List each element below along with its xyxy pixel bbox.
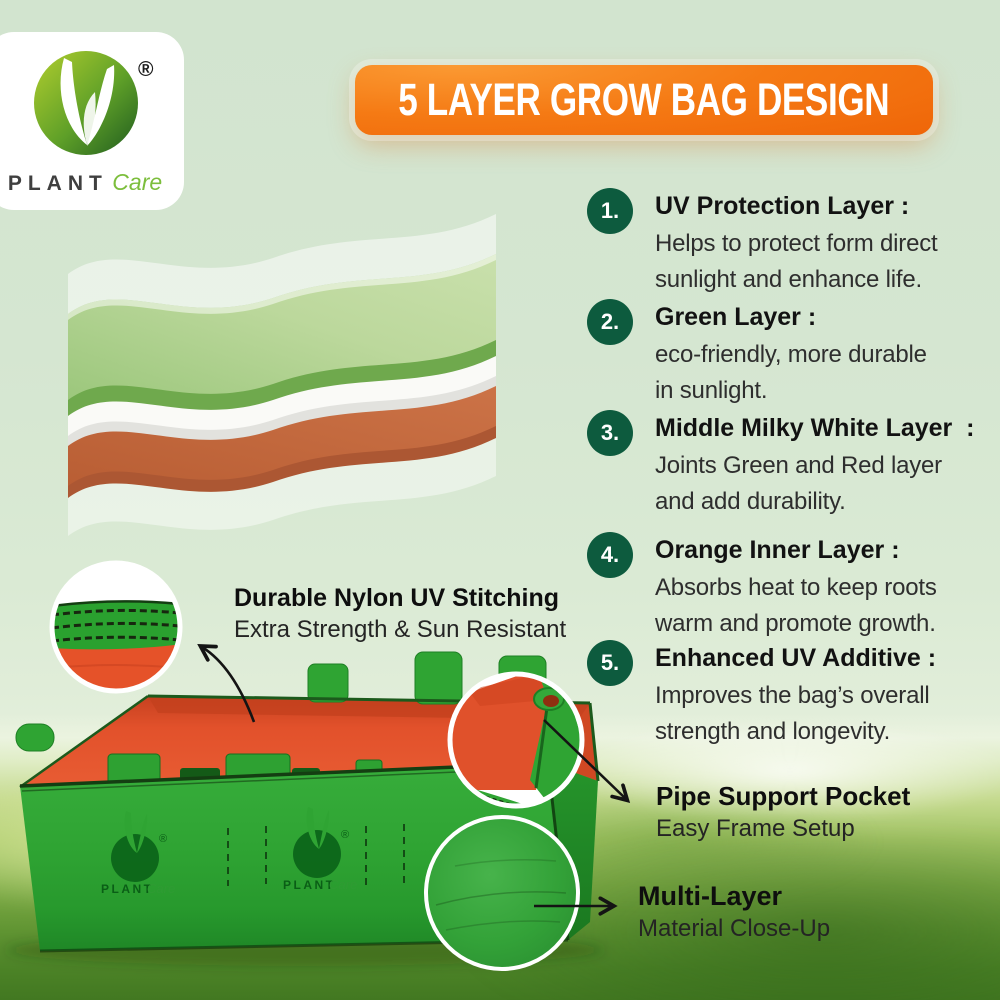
brand-name-secondary: Care <box>112 169 163 195</box>
feature-title: Enhanced UV Additive : <box>655 644 937 672</box>
number-badge: 5. <box>587 640 633 686</box>
brand-wordmark: PLANT Care <box>0 169 184 196</box>
pipe-tab <box>307 663 349 703</box>
multi-layer-callout-title: Multi-Layer <box>638 881 783 911</box>
print-brand-primary: PLANT <box>283 878 336 892</box>
grow-bag-layers-illustration <box>68 214 496 536</box>
bag-print-logo-2: ® PLANT Care <box>283 807 357 892</box>
layer-sheet-green <box>68 254 496 416</box>
print-registered-mark: ® <box>159 833 167 845</box>
print-brand-secondary: Care <box>329 877 357 892</box>
feature-description: Joints Green and Red layer and add durab… <box>655 452 942 515</box>
left-rim-stitch <box>19 694 149 789</box>
page-title: 5 LAYER GROW BAG DESIGN <box>398 74 890 125</box>
feature-description: Absorbs heat to keep roots warm and prom… <box>655 574 937 637</box>
print-brand-secondary: Care <box>147 881 175 896</box>
multi-layer-callout-subtitle: Material Close-Up <box>638 915 831 942</box>
stitching-callout-title: Durable Nylon UV Stitching <box>234 584 560 612</box>
brand-name-primary: PLANT <box>7 172 108 195</box>
feature-title: Middle Milky White Layer : <box>655 414 975 442</box>
right-rim-stitch <box>588 702 600 782</box>
feature-title: UV Protection Layer : <box>655 192 910 220</box>
pipe-pocket-callout-title: Pipe Support Pocket <box>656 781 911 811</box>
title-banner: 5 LAYER GROW BAG DESIGN <box>355 65 933 135</box>
stitching-callout-subtitle: Extra Strength & Sun Resistant <box>234 616 567 643</box>
stitching-arrow-icon <box>197 643 256 723</box>
feature-title: Orange Inner Layer : <box>655 536 900 564</box>
bag-side-face <box>548 763 598 940</box>
feature-description: Helps to protect form direct sunlight an… <box>655 230 938 293</box>
number-badge: 3. <box>587 410 633 456</box>
feature-item-5: 5. Enhanced UV Additive : Improves the b… <box>587 640 1000 750</box>
horizon-mist <box>560 722 1000 822</box>
multi-layer-closeup-circle <box>424 815 580 971</box>
corner-roll <box>15 723 55 752</box>
feature-description: eco-friendly, more durable in sunlight. <box>655 341 927 404</box>
bag-print-logo-1: ® PLANT Care <box>101 811 175 896</box>
number-badge: 1. <box>587 188 633 234</box>
pipe-pocket-callout-subtitle: Easy Frame Setup <box>656 815 855 842</box>
stitch-guides <box>227 824 405 886</box>
grow-bag-product-scene: ® PLANT Care ® PLANT Care <box>5 560 631 971</box>
print-brand-primary: PLANT <box>101 882 154 896</box>
brand-logo-card: ® PLANT Care <box>0 32 184 210</box>
feature-item-1: 1. UV Protection Layer : Helps to protec… <box>587 188 1000 298</box>
number-badge: 2. <box>587 299 633 345</box>
pipe-pocket-arrow-icon <box>543 719 631 803</box>
plant-care-logo-icon <box>34 51 138 155</box>
feature-item-2: 2. Green Layer : eco-friendly, more dura… <box>587 299 1000 409</box>
pipe-tab <box>414 651 463 705</box>
feature-item-3: 3. Middle Milky White Layer : Joints Gre… <box>587 410 1000 520</box>
feature-title: Green Layer : <box>655 303 817 331</box>
print-registered-mark: ® <box>341 829 349 841</box>
stitching-closeup-circle <box>49 560 183 694</box>
number-badge: 4. <box>587 532 633 578</box>
layer-sheet-top-uv <box>68 214 496 320</box>
feature-item-4: 4. Orange Inner Layer : Absorbs heat to … <box>587 532 1000 642</box>
feature-description: Improves the bag’s overall strength and … <box>655 682 930 745</box>
registered-mark: ® <box>138 58 154 81</box>
